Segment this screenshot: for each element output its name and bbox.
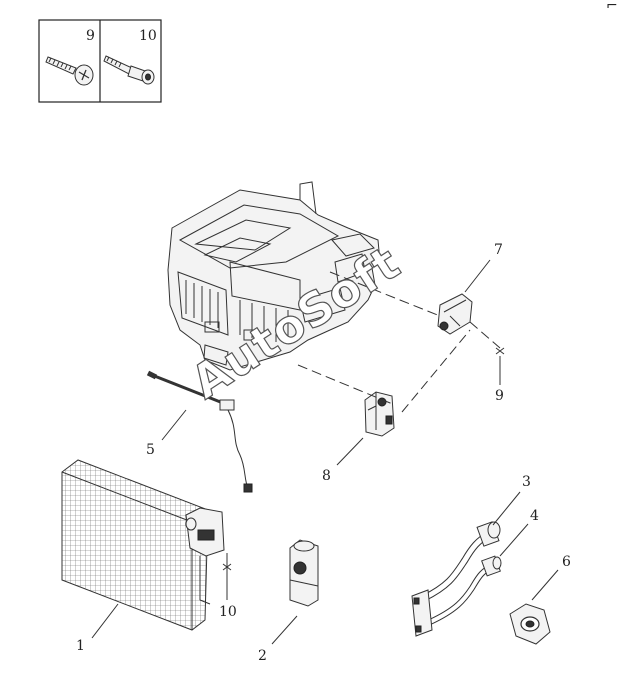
assembly-line-8-screw — [401, 329, 471, 413]
corner-mark: ⌐⌐ — [606, 0, 619, 14]
pan-head-screw-icon — [45, 56, 94, 86]
evaporator-core-part-1 — [61, 459, 225, 631]
callout-1: 1 — [76, 638, 85, 654]
leader-2 — [271, 615, 298, 645]
callout-10: 10 — [219, 604, 237, 620]
hvac-housing — [167, 181, 381, 371]
callout-5: 5 — [146, 442, 155, 458]
assembly-line-8 — [297, 364, 396, 406]
screw-inset: 9 10 — [38, 19, 162, 103]
leader-4 — [499, 523, 529, 557]
actuator-part-7 — [437, 293, 473, 335]
assembly-line-7-screw — [469, 321, 501, 349]
callout-4: 4 — [530, 508, 539, 524]
socket-cap-screw-icon — [103, 55, 155, 85]
callout-3: 3 — [522, 474, 531, 490]
leader-5 — [161, 409, 187, 441]
leader-1 — [91, 603, 119, 639]
callout-9: 9 — [495, 388, 504, 404]
seal-gasket-part-6 — [509, 603, 551, 645]
screw-point-9 — [495, 347, 505, 355]
callout-8: 8 — [322, 468, 331, 484]
inset-label-10: 10 — [139, 28, 157, 44]
leader-6 — [531, 569, 559, 601]
leader-7 — [464, 259, 491, 293]
expansion-valve-part-2 — [289, 539, 319, 607]
leader-8 — [336, 437, 364, 466]
assembly-line-7 — [329, 271, 441, 317]
temperature-sensor-part-5 — [146, 370, 253, 493]
callout-6: 6 — [562, 554, 571, 570]
actuator-part-8 — [364, 391, 395, 437]
inset-label-9: 9 — [86, 28, 95, 44]
callout-2: 2 — [258, 648, 267, 664]
leader-3 — [492, 491, 521, 526]
screw-point-10 — [222, 563, 232, 571]
callout-7: 7 — [494, 242, 503, 258]
refrigerant-pipes-part-3-4 — [411, 521, 502, 637]
